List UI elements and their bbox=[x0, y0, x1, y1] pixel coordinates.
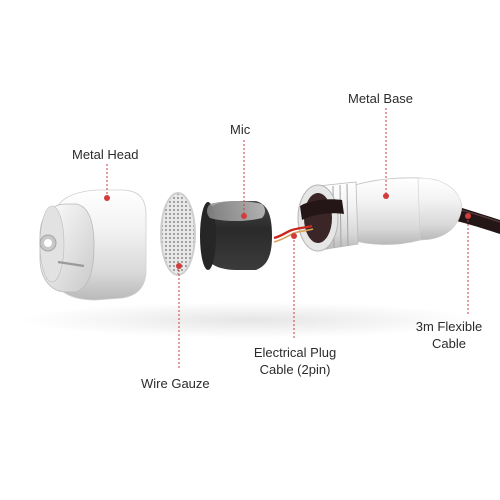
dot-flexible-cable bbox=[465, 213, 471, 219]
label-electrical-plug: Electrical Plug Cable (2pin) bbox=[240, 344, 350, 378]
dot-metal-base bbox=[383, 193, 389, 199]
label-electrical-plug-line2: Cable (2pin) bbox=[259, 362, 331, 377]
leader-dots bbox=[104, 193, 471, 269]
dot-electrical-plug bbox=[291, 233, 297, 239]
leader-lines bbox=[106, 108, 469, 370]
label-mic: Mic bbox=[230, 122, 251, 137]
metal-base-icon bbox=[297, 177, 463, 252]
label-metal-head: Metal Head bbox=[72, 147, 139, 162]
floor-shadow bbox=[20, 302, 480, 338]
mesh-disc-icon bbox=[160, 192, 196, 276]
dot-metal-head bbox=[104, 195, 110, 201]
label-flexible-cable: 3m Flexible Cable bbox=[404, 318, 494, 352]
label-metal-base: Metal Base bbox=[348, 91, 414, 106]
label-flexible-cable-line1: 3m Flexible bbox=[415, 319, 483, 334]
metal-head-icon bbox=[39, 189, 147, 301]
label-flexible-cable-line2: Cable bbox=[432, 336, 466, 351]
dot-wire-gauze bbox=[176, 263, 182, 269]
label-electrical-plug-line1: Electrical Plug bbox=[253, 345, 337, 360]
mic-capsule-icon bbox=[200, 201, 272, 270]
label-wire-gauze: Wire Gauze bbox=[141, 376, 210, 391]
dot-mic bbox=[241, 213, 247, 219]
